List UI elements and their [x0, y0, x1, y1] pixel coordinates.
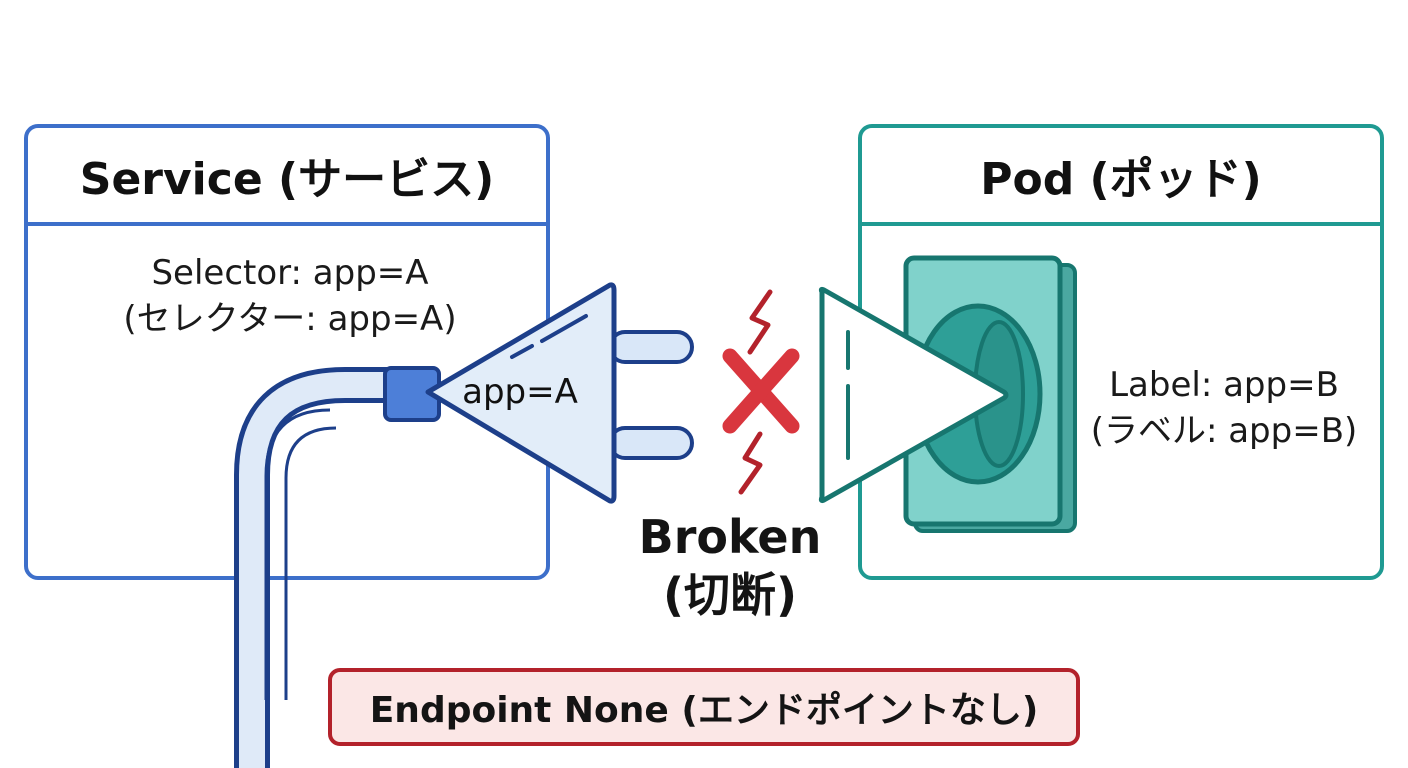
- label-line: Label: app=B: [1109, 365, 1339, 405]
- broken-text-ja: (切断): [662, 568, 798, 622]
- service-selector: Selector: app=A (セレクター: app=A): [0, 250, 580, 342]
- plug-icon: [383, 282, 694, 504]
- broken-x-icon: [722, 348, 800, 434]
- broken-text: Broken: [638, 510, 822, 564]
- plug-label: app=A: [462, 372, 578, 412]
- selector-line-ja: (セレクター: app=A): [123, 299, 457, 339]
- label-line-ja: (ラベル: app=B): [1090, 411, 1358, 451]
- spark-icon: [738, 289, 773, 495]
- cable-icon: [234, 367, 392, 768]
- endpoint-status-badge: Endpoint None (エンドポイントなし): [328, 668, 1080, 746]
- pod-title: Pod (ポッド): [862, 128, 1380, 226]
- broken-status: Broken (切断): [620, 508, 840, 624]
- pod-label: Label: app=B (ラベル: app=B): [1084, 362, 1364, 454]
- selector-line: Selector: app=A: [151, 253, 429, 293]
- service-title: Service (サービス): [28, 128, 546, 226]
- pod-connector-icon: [818, 286, 1009, 504]
